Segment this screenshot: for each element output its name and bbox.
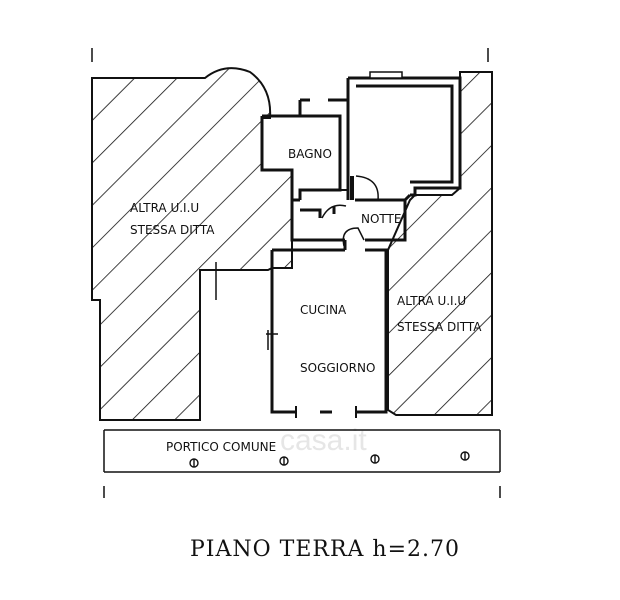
adjacent-unit-right-area [387, 71, 493, 416]
adjacent-left-label-line2: STESSA DITTA [130, 223, 215, 237]
door-swing-corridor [321, 204, 347, 219]
portico-columns [189, 451, 470, 468]
wall-bathroom [260, 98, 348, 202]
adjacent-right-label-line1: ALTRA U.I.U [397, 294, 466, 308]
door-swing-bedroom [355, 175, 379, 201]
room-label-notte: NOTTE [361, 212, 401, 226]
window-bedroom [369, 71, 403, 79]
room-label-cucina: CUCINA [300, 303, 347, 317]
door-swing-notte [342, 227, 365, 247]
watermark: casa.it [280, 424, 367, 457]
adjacent-left-label-line1: ALTRA U.I.U [130, 201, 199, 215]
floor-caption: PIANO TERRA h=2.70 [190, 537, 460, 562]
room-label-soggiorno: SOGGIORNO [300, 361, 375, 375]
wall-notte [355, 193, 412, 242]
adjacent-right-label-line2: STESSA DITTA [397, 320, 482, 334]
wall-corridor [290, 200, 347, 250]
wall-living [270, 248, 388, 414]
wall-bedroom [346, 76, 462, 200]
adjacent-unit-left-area [91, 67, 293, 421]
portico-label: PORTICO COMUNE [166, 440, 276, 454]
room-label-bagno: BAGNO [288, 147, 332, 161]
